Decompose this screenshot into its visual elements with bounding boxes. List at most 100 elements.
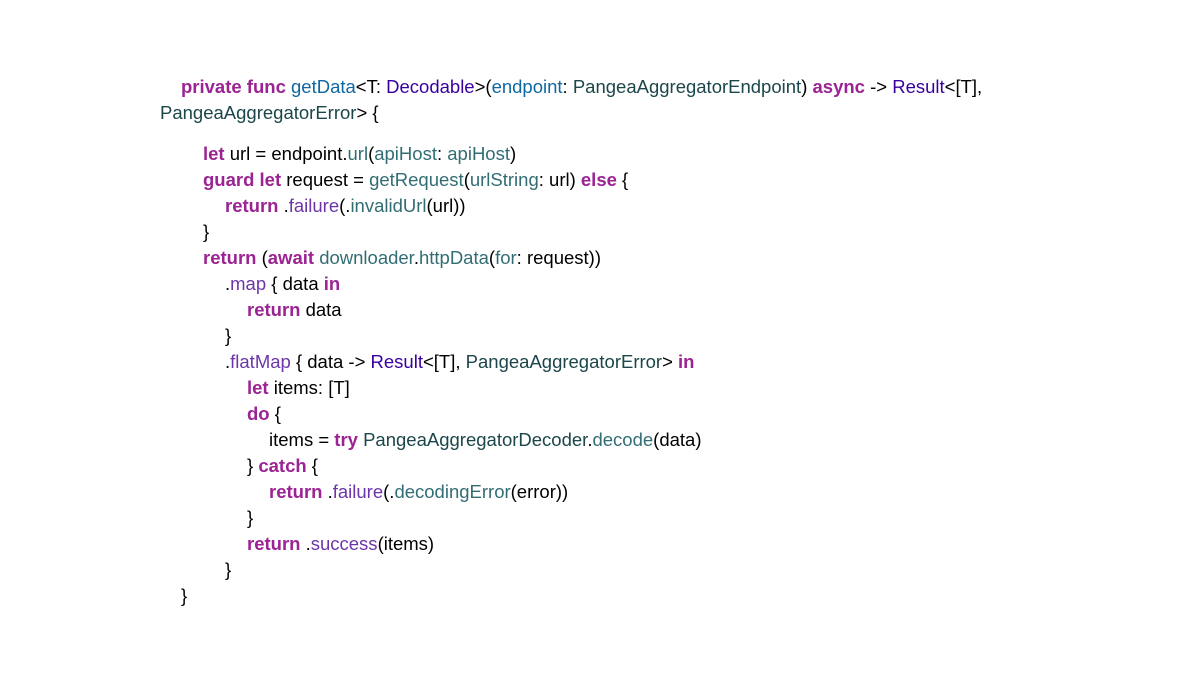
code-token: failure (332, 481, 384, 502)
code-token: for (495, 247, 517, 268)
code-token: PangeaAggregatorError (160, 102, 357, 123)
code-token: ( (368, 143, 375, 164)
code-token: ( (463, 169, 470, 190)
code-token: decode (592, 429, 654, 450)
code-token: items: [T] (268, 377, 350, 398)
code-token: . (225, 273, 231, 294)
code-line: } (160, 323, 982, 349)
code-token: let (247, 377, 269, 398)
code-line: let url = endpoint.url(apiHost: apiHost) (160, 141, 982, 167)
code-token: (data) (653, 429, 702, 450)
code-token: PangeaAggregatorDecoder (363, 429, 588, 450)
code-line: let items: [T] (160, 375, 982, 401)
code-token: private func (181, 76, 291, 97)
code-line: items = try PangeaAggregatorDecoder.deco… (160, 427, 982, 453)
code-token: return (203, 247, 257, 268)
code-line: } (160, 505, 982, 531)
code-token: (. (339, 195, 351, 216)
code-line: PangeaAggregatorError> { (160, 100, 982, 126)
code-line: do { (160, 401, 982, 427)
code-token: apiHost (374, 143, 437, 164)
code-token: (url)) (426, 195, 466, 216)
code-token: { data (266, 273, 324, 294)
code-token: ) (509, 143, 517, 164)
code-token: <T: (355, 76, 387, 97)
code-token: (items) (377, 533, 435, 554)
code-token: } (247, 455, 259, 476)
code-token: (. (383, 481, 395, 502)
code-token: data (300, 299, 342, 320)
code-token: apiHost (447, 143, 510, 164)
code-token: : (436, 143, 448, 164)
code-line: .flatMap { data -> Result<[T], PangeaAgg… (160, 349, 982, 375)
code-token: await (267, 247, 315, 268)
code-token: Decodable (386, 76, 475, 97)
code-token: : (562, 76, 573, 97)
code-snippet: private func getData<T: Decodable>(endpo… (160, 74, 982, 609)
code-token: (error)) (510, 481, 569, 502)
code-line: private func getData<T: Decodable>(endpo… (160, 74, 982, 100)
code-token: { (306, 455, 318, 476)
code-token: } (247, 507, 254, 528)
code-token: . (300, 533, 311, 554)
code-token: { data -> (290, 351, 371, 372)
code-token: catch (258, 455, 307, 476)
code-line (160, 126, 982, 141)
code-token: flatMap (230, 351, 291, 372)
code-token: let (203, 143, 225, 164)
code-token: items = (269, 429, 335, 450)
code-token: } (225, 325, 232, 346)
code-token: . (587, 429, 593, 450)
code-token: } (203, 221, 210, 242)
code-token: <[T], (944, 76, 983, 97)
code-token: PangeaAggregatorError (465, 351, 663, 372)
code-line: return .failure(.decodingError(error)) (160, 479, 982, 505)
code-line: return .failure(.invalidUrl(url)) (160, 193, 982, 219)
code-token: failure (288, 195, 340, 216)
code-token: Result (892, 76, 945, 97)
code-line: guard let request = getRequest(urlString… (160, 167, 982, 193)
code-token: } (181, 585, 188, 606)
code-token: return (247, 299, 301, 320)
code-line: } catch { (160, 453, 982, 479)
code-token: { (616, 169, 629, 190)
code-token: ( (256, 247, 268, 268)
code-token: do (247, 403, 270, 424)
code-token: ( (488, 247, 496, 268)
code-token: : request)) (516, 247, 601, 268)
code-token: ) (801, 76, 813, 97)
code-token: . (413, 247, 419, 268)
code-token: url (347, 143, 369, 164)
code-token: { (269, 403, 281, 424)
code-token: endpoint (491, 76, 563, 97)
code-token: : url) (538, 169, 581, 190)
code-token: } (225, 559, 232, 580)
code-token: Result (370, 351, 423, 372)
code-token: httpData (418, 247, 489, 268)
code-line: } (160, 557, 982, 583)
code-token: > { (356, 102, 379, 123)
code-line: return data (160, 297, 982, 323)
code-token: PangeaAggregatorEndpoint (572, 76, 802, 97)
code-token: . (278, 195, 289, 216)
code-token: invalidUrl (350, 195, 427, 216)
code-token: . (225, 351, 231, 372)
code-token: async (812, 76, 865, 97)
code-token: url = endpoint. (224, 143, 348, 164)
code-token: urlString (469, 169, 539, 190)
code-token: in (678, 351, 695, 372)
code-token: > (662, 351, 679, 372)
code-token: return (269, 481, 323, 502)
code-token: . (322, 481, 333, 502)
code-token: request = (281, 169, 370, 190)
code-token: downloader (319, 247, 414, 268)
code-token: getData (291, 76, 356, 97)
code-token: else (580, 169, 617, 190)
code-token: return (247, 533, 301, 554)
code-token: <[T], (422, 351, 466, 372)
code-line: } (160, 583, 982, 609)
code-token: >( (474, 76, 492, 97)
code-line: return (await downloader.httpData(for: r… (160, 245, 982, 271)
code-token: map (230, 273, 267, 294)
code-token: guard let (203, 169, 282, 190)
